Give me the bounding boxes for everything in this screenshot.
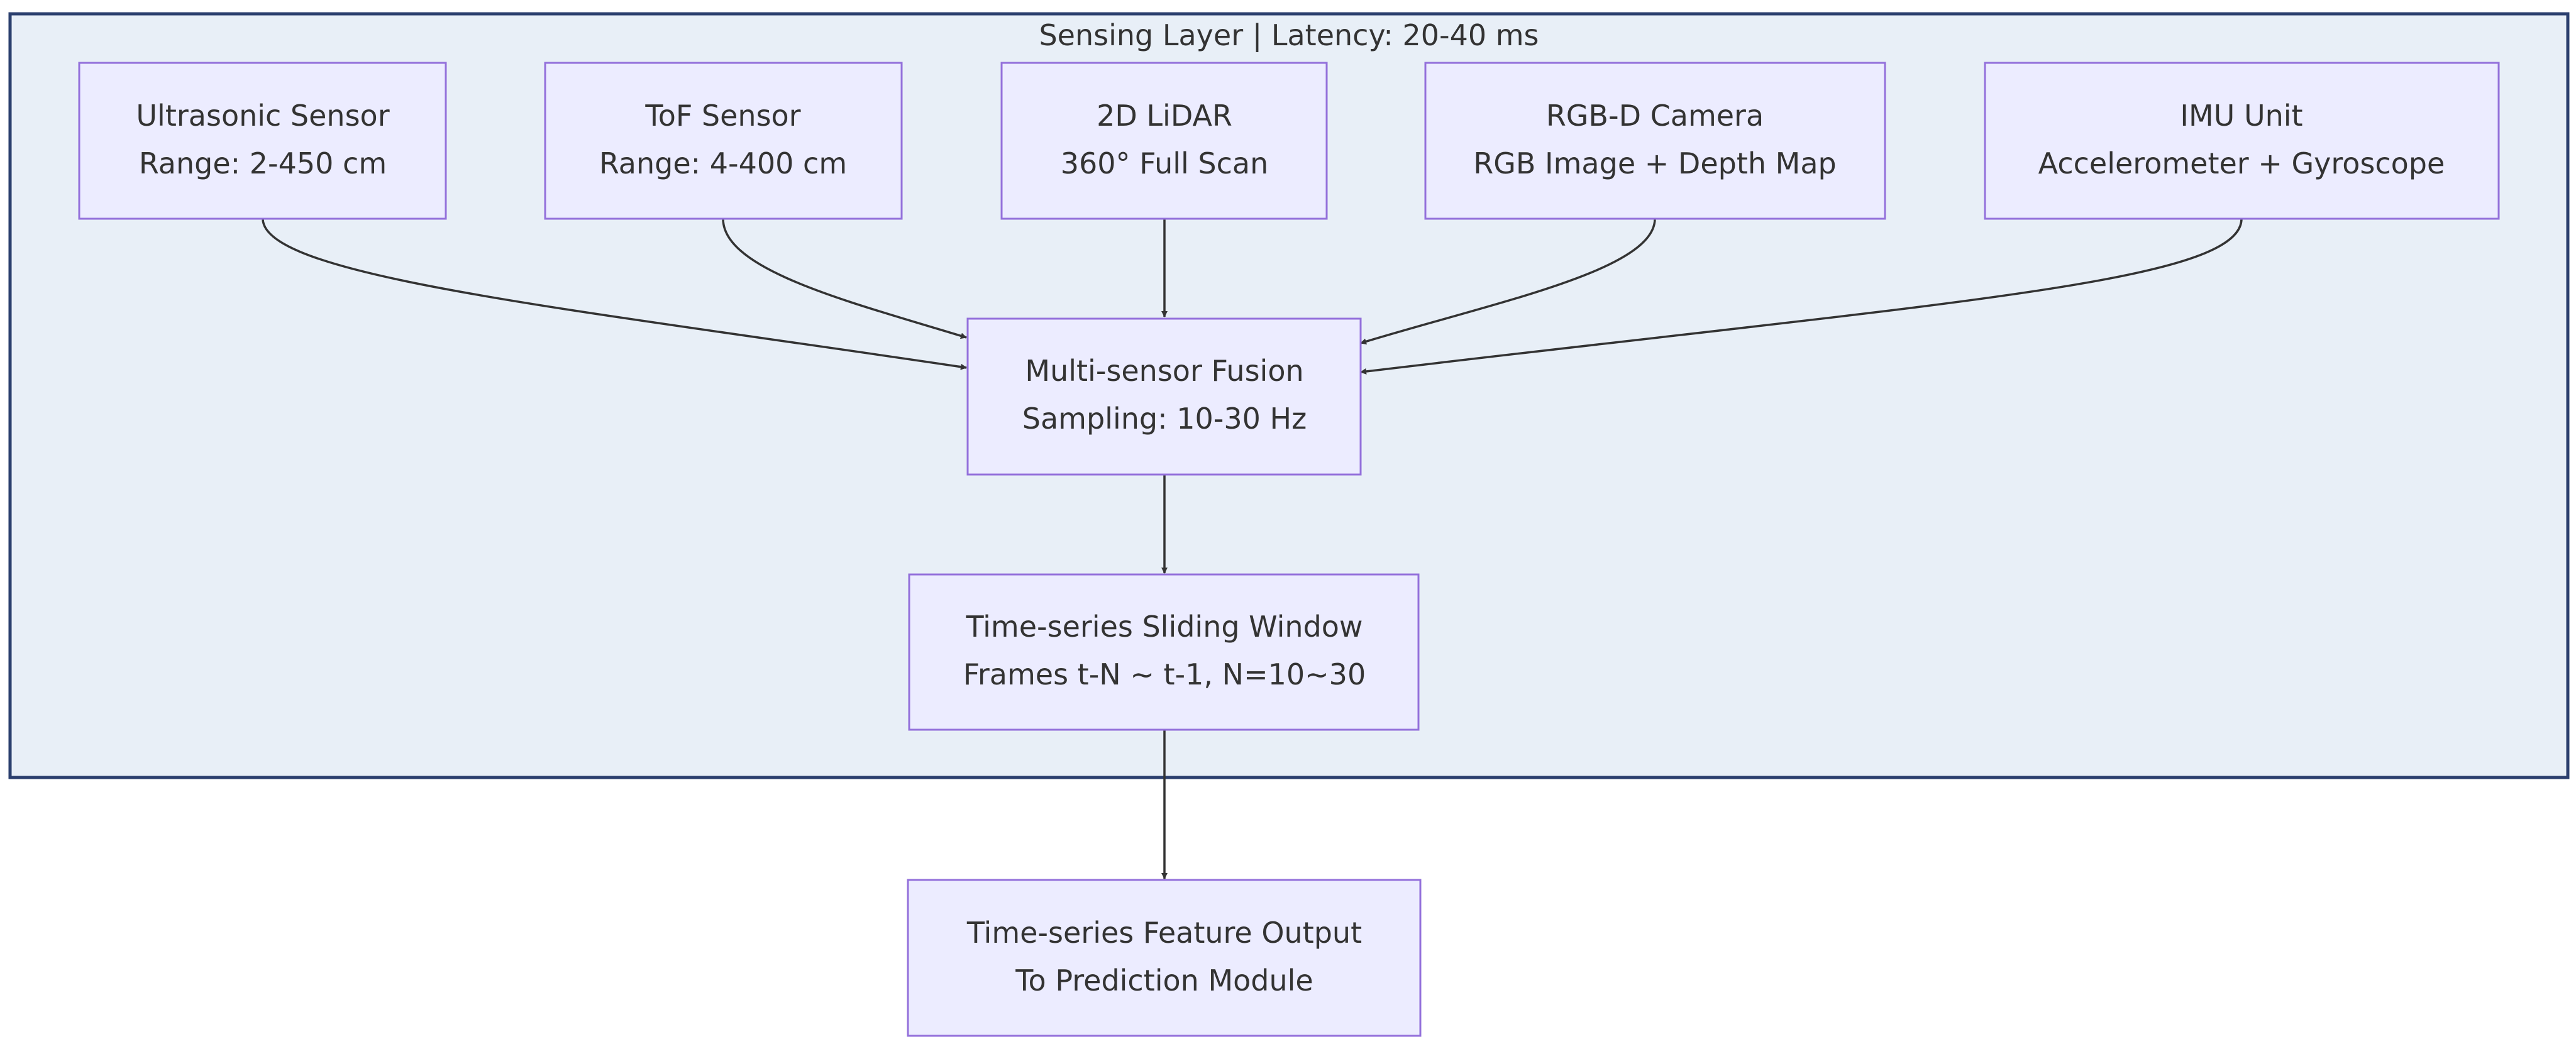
edge-imu-to-fusion <box>1360 218 2243 375</box>
sensing-layer-title: Sensing Layer | Latency: 20-40 ms <box>1039 18 1539 53</box>
node-multi-sensor-fusion: Multi-sensor Fusion Sampling: 10-30 Hz <box>966 317 1362 476</box>
node-rgbd-camera-detail: RGB Image + Depth Map <box>1473 146 1836 180</box>
node-ultrasonic-sensor-detail: Range: 2-450 cm <box>139 146 387 180</box>
node-imu-unit: IMU Unit Accelerometer + Gyroscope <box>1984 62 2500 220</box>
node-rgbd-camera-box <box>1424 62 1886 220</box>
node-tof-sensor-detail: Range: 4-400 cm <box>599 146 847 180</box>
node-rgbd-camera-title: RGB-D Camera <box>1546 99 1764 133</box>
node-sliding-window: Time-series Sliding Window Frames t-N ~ … <box>908 573 1420 731</box>
node-multi-sensor-fusion-title: Multi-sensor Fusion <box>1025 354 1303 388</box>
node-feature-output-box <box>907 879 1422 1037</box>
node-sliding-window-box <box>908 573 1420 731</box>
node-ultrasonic-sensor-box <box>78 62 447 220</box>
node-2d-lidar: 2D LiDAR 360° Full Scan <box>1000 62 1328 220</box>
node-tof-sensor: ToF Sensor Range: 4-400 cm <box>544 62 903 220</box>
node-feature-output-title: Time-series Feature Output <box>966 916 1362 950</box>
node-multi-sensor-fusion-detail: Sampling: 10-30 Hz <box>1022 402 1307 436</box>
node-tof-sensor-box <box>544 62 903 220</box>
node-imu-unit-box <box>1984 62 2500 220</box>
node-feature-output-detail: To Prediction Module <box>1015 964 1313 997</box>
node-imu-unit-title: IMU Unit <box>2180 99 2302 133</box>
edge-tof-to-fusion <box>722 218 967 339</box>
node-ultrasonic-sensor: Ultrasonic Sensor Range: 2-450 cm <box>78 62 447 220</box>
node-imu-unit-detail: Accelerometer + Gyroscope <box>2038 146 2445 180</box>
node-feature-output: Time-series Feature Output To Prediction… <box>907 879 1422 1037</box>
node-ultrasonic-sensor-title: Ultrasonic Sensor <box>136 99 389 133</box>
node-2d-lidar-detail: 360° Full Scan <box>1061 146 1269 180</box>
node-sliding-window-title: Time-series Sliding Window <box>965 610 1363 644</box>
node-rgbd-camera: RGB-D Camera RGB Image + Depth Map <box>1424 62 1886 220</box>
node-2d-lidar-title: 2D LiDAR <box>1097 99 1232 133</box>
edge-ultrasonic-to-fusion <box>262 218 967 370</box>
node-tof-sensor-title: ToF Sensor <box>644 99 800 133</box>
node-multi-sensor-fusion-box <box>966 317 1362 476</box>
edges <box>262 218 2243 879</box>
edge-rgbd-to-fusion <box>1360 218 1656 345</box>
node-2d-lidar-box <box>1000 62 1328 220</box>
node-sliding-window-detail: Frames t-N ~ t-1, N=10~30 <box>963 657 1366 691</box>
